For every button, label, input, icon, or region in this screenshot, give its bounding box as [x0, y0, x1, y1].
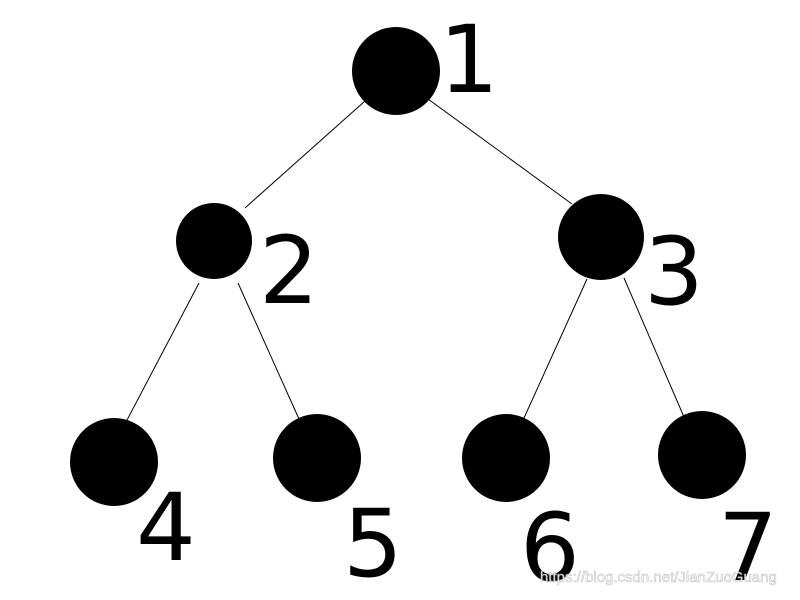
edge-1-3 [427, 98, 573, 205]
node-3 [558, 194, 644, 280]
node-2-label: 2 [259, 217, 319, 326]
node-6 [462, 414, 550, 502]
edge-3-7 [623, 277, 685, 418]
node-7-label: 7 [718, 494, 778, 600]
node-5-label: 5 [343, 490, 403, 599]
node-1-label: 1 [439, 6, 499, 115]
node-7 [658, 411, 746, 499]
node-4-label: 4 [136, 474, 196, 583]
node-5 [273, 414, 361, 502]
edge-2-4 [125, 282, 200, 423]
node-3-label: 3 [644, 218, 704, 327]
node-2 [176, 203, 252, 279]
watermark-text: https://blog.csdn.net/JianZuoGuang [540, 569, 777, 587]
node-4 [70, 418, 158, 506]
edge-1-2 [244, 100, 366, 209]
node-1 [352, 27, 440, 115]
edge-2-5 [237, 282, 300, 420]
edge-3-6 [523, 278, 588, 419]
node-6-label: 6 [520, 494, 580, 600]
